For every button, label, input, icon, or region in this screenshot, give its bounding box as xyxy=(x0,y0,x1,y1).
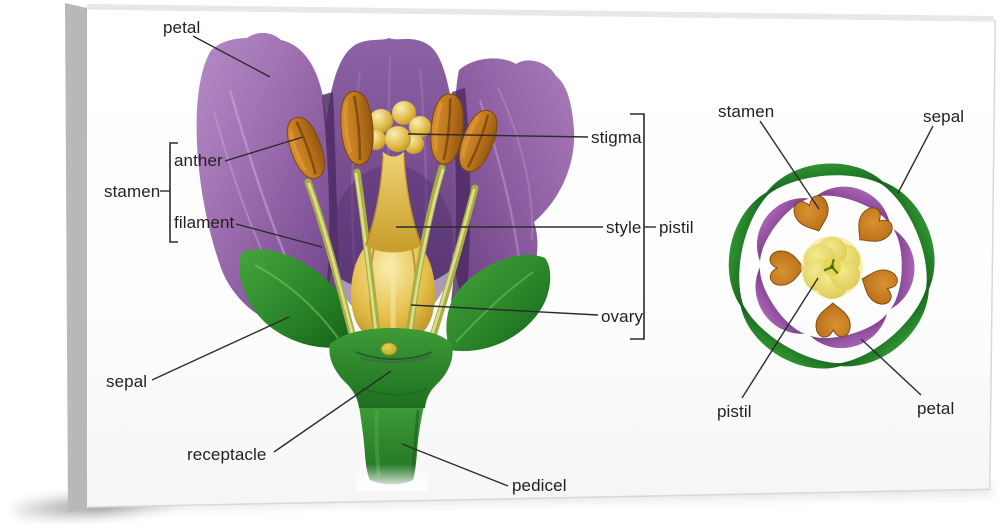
style-edge xyxy=(403,154,422,246)
leader-pedicel xyxy=(401,443,509,487)
leader-lines xyxy=(151,35,934,487)
leader-sepal xyxy=(151,316,290,381)
flower-cutaway xyxy=(196,32,575,490)
petal-left xyxy=(196,32,333,328)
petal-streak xyxy=(497,87,534,241)
fd-pistil-center xyxy=(801,236,863,299)
leader-filament xyxy=(235,223,323,248)
leader-stigma xyxy=(407,133,589,138)
pedicel-fade xyxy=(356,464,428,490)
receptacle-crease xyxy=(355,351,433,361)
leader-receptacle xyxy=(273,370,392,453)
receptacle-purple-line xyxy=(359,355,431,363)
stamen-bracket xyxy=(169,142,178,243)
receptacle-crease xyxy=(361,387,429,396)
sepal-left xyxy=(239,249,349,348)
style-edge xyxy=(365,154,384,246)
leader-fd-stamen xyxy=(759,120,820,210)
filaments xyxy=(304,164,479,349)
pistil-bracket xyxy=(630,113,645,340)
receptacle-scar-dot xyxy=(380,342,398,356)
leader-fd-petal xyxy=(860,338,922,396)
leader-ovary xyxy=(410,304,599,316)
receptacle-shape xyxy=(329,328,453,408)
sepal-vein xyxy=(254,264,339,339)
leader-fd-pistil xyxy=(741,277,819,399)
stigma-cluster xyxy=(366,101,431,154)
leader-anther xyxy=(224,136,304,162)
floral-diagram xyxy=(716,158,953,390)
leader-petal xyxy=(192,35,271,78)
leader-fd-sepal xyxy=(897,125,934,194)
sepal-vein xyxy=(455,271,534,343)
